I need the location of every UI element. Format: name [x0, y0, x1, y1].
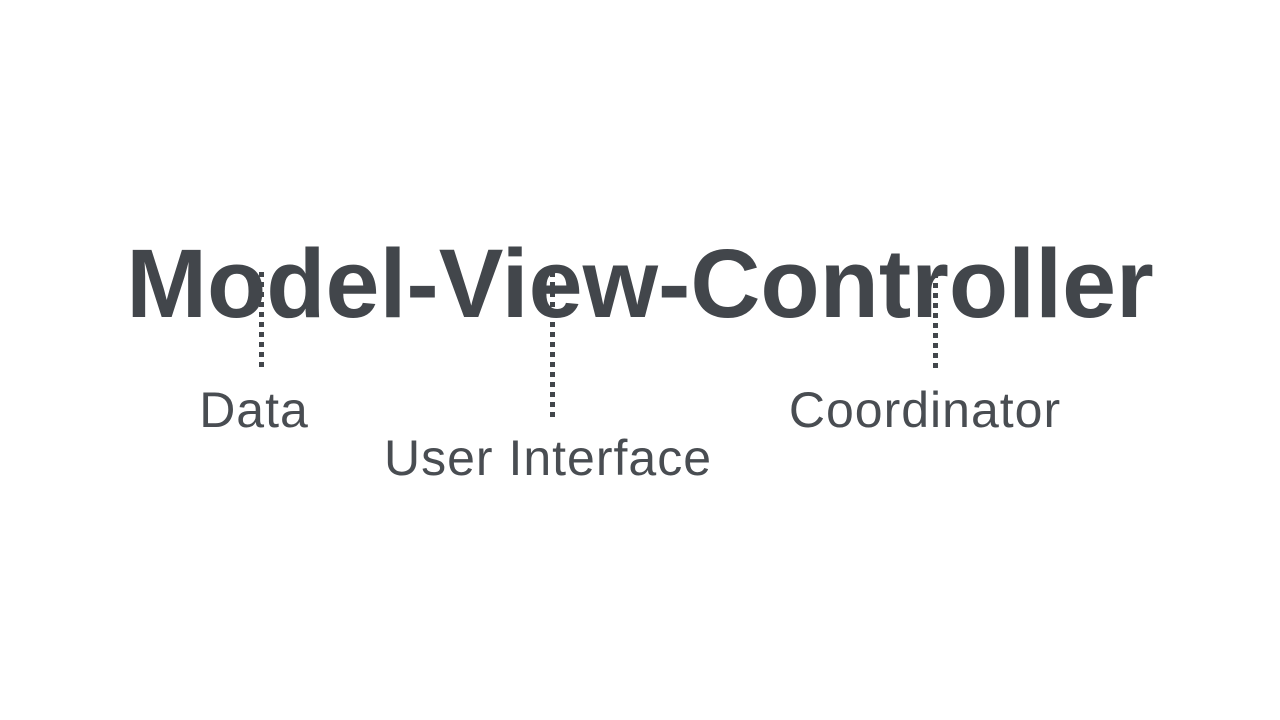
page-title: Model-View-Controller: [126, 228, 1154, 338]
dotted-connector-model: [259, 272, 264, 369]
annotation-label-model: Data: [199, 382, 309, 438]
dotted-connector-view: [550, 272, 555, 419]
dotted-connector-controller: [933, 273, 938, 368]
annotation-label-view: User Interface: [383, 430, 713, 486]
annotation-label-controller: Coordinator: [788, 382, 1062, 438]
